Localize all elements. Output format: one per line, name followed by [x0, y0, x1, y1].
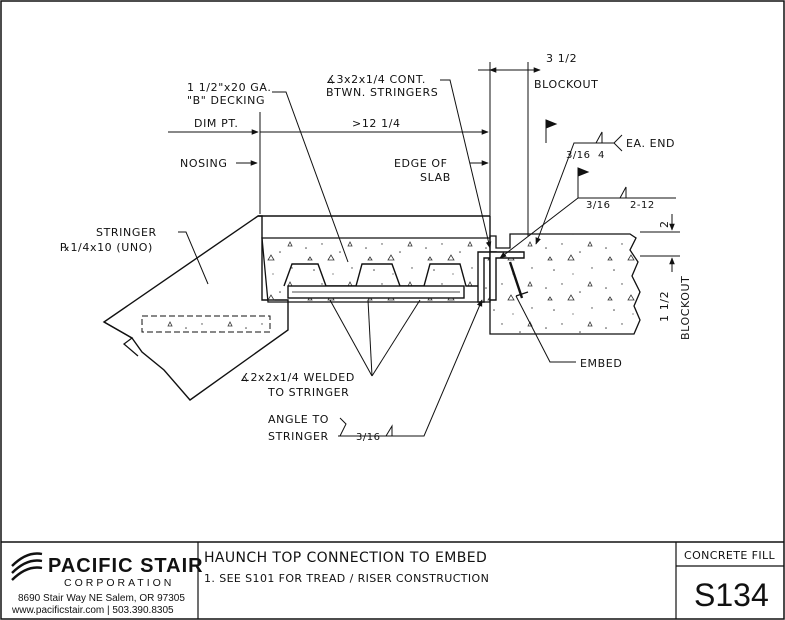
title-block: PACIFIC STAIR CORPORATION 8690 Stair Way…	[1, 541, 784, 619]
weld1-length: 4	[598, 150, 605, 161]
weld2-size: 3/16	[586, 200, 610, 211]
edge-of-slab-label-1: EDGE OF	[394, 157, 448, 170]
blockout-label: BLOCKOUT	[534, 78, 598, 91]
stringer-break	[103, 321, 139, 357]
company-name: PACIFIC STAIR	[48, 555, 204, 577]
angle-welded-label-1: ∡2x2x1/4 WELDED	[240, 371, 355, 384]
pacific-stair-logo-icon	[11, 552, 43, 581]
drawing-note: 1. SEE S101 FOR TREAD / RISER CONSTRUCTI…	[204, 572, 489, 585]
edge-of-slab-label-2: SLAB	[420, 171, 451, 184]
dim-blockout-width: 3 1/2	[546, 52, 577, 65]
embed-plate	[489, 251, 525, 301]
labels: 1 1/2"x20 GA. "B" DECKING ∡3x2x1/4 CONT.…	[60, 52, 692, 443]
dimension-lines	[168, 62, 680, 437]
dim-1-5-label: 1 1/2	[658, 291, 671, 322]
company-contact: www.pacificstair.com | 503.390.8305	[11, 605, 174, 616]
stringer-label-2: ℞1/4x10 (UNO)	[60, 241, 153, 254]
blockout-vertical-label: BLOCKOUT	[679, 276, 692, 340]
cont-angle-label-2: BTWN. STRINGERS	[326, 86, 438, 99]
embed-stud	[508, 261, 524, 299]
detail-drawing	[102, 215, 641, 401]
weld2-length: 2-12	[630, 200, 655, 211]
angle-to-label-1: ANGLE TO	[268, 413, 329, 426]
b-decking	[283, 263, 480, 287]
decking-label-2: "B" DECKING	[187, 94, 265, 107]
ea-end-label: EA. END	[626, 137, 675, 150]
stringer-label-1: STRINGER	[96, 226, 157, 239]
dim-pt-label: DIM PT.	[194, 117, 238, 130]
embed-label: EMBED	[580, 357, 622, 370]
decking-label-1: 1 1/2"x20 GA.	[187, 81, 271, 94]
company-address: 8690 Stair Way NE Salem, OR 97305	[18, 593, 185, 604]
cont-angle-label-1: ∡3x2x1/4 CONT.	[326, 73, 426, 86]
lower-tread-fill	[141, 315, 271, 333]
nosing-label: NOSING	[180, 157, 227, 170]
sheet-number: S134	[694, 577, 769, 613]
dim-2-label: 2	[658, 220, 671, 228]
weld1-size: 3/16	[566, 150, 590, 161]
drawing-title: HAUNCH TOP CONNECTION TO EMBED	[204, 550, 487, 566]
company-subtitle: CORPORATION	[64, 577, 174, 589]
angle-to-label-2: STRINGER	[268, 430, 329, 443]
weld3-size: 3/16	[356, 432, 380, 443]
category-label: CONCRETE FILL	[684, 549, 776, 562]
dim-12-label: >12 1/4	[352, 117, 401, 130]
angle-welded-label-2: TO STRINGER	[267, 386, 349, 399]
concrete-slab	[489, 233, 641, 335]
